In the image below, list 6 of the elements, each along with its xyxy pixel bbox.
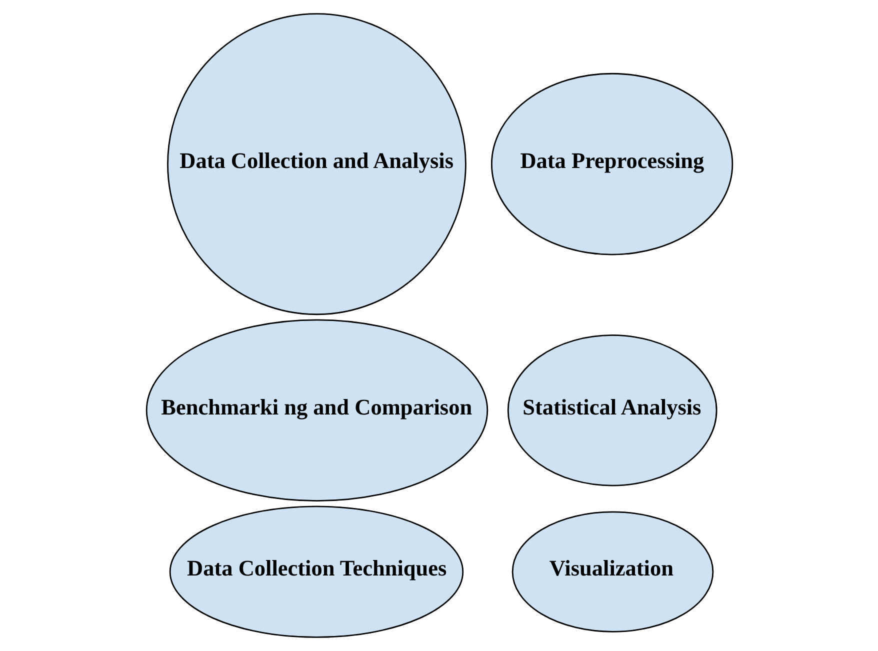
node-ellipse: Statistical Analysis [506,334,717,486]
node-ellipse: Benchmarki ng and Comparison [145,319,488,502]
node-circle: Data Collection and Analysis [166,13,466,316]
node-ellipse: Data Collection Techniques [168,506,464,638]
node-ellipse: Visualization [511,511,714,632]
node-ellipse: Data Preprocessing [490,72,733,256]
